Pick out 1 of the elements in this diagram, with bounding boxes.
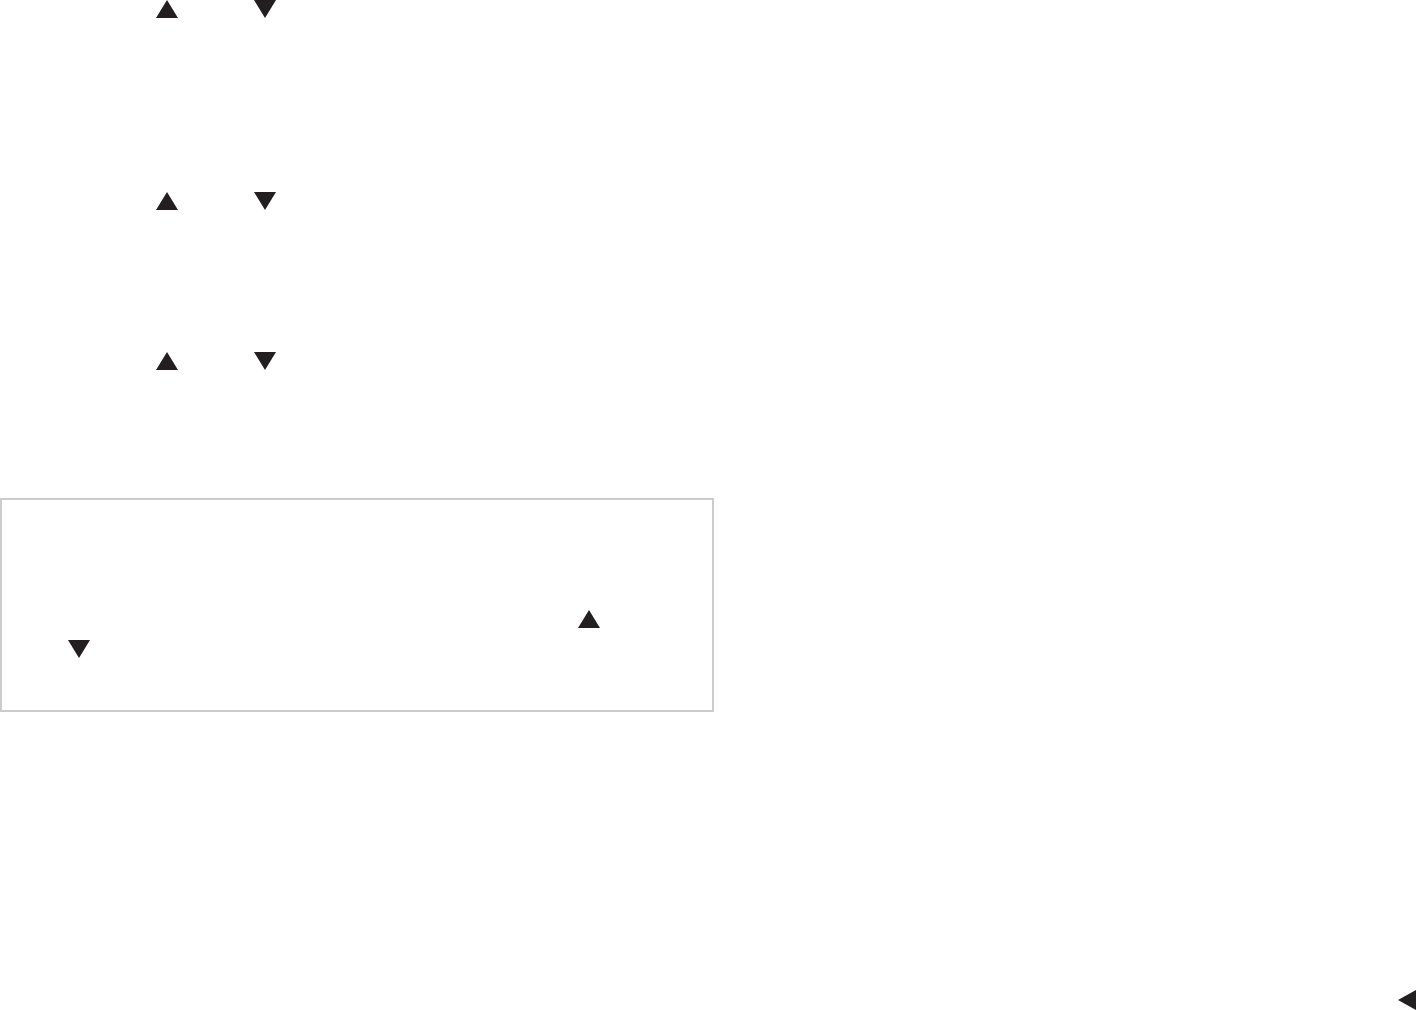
empty-box — [0, 498, 714, 712]
